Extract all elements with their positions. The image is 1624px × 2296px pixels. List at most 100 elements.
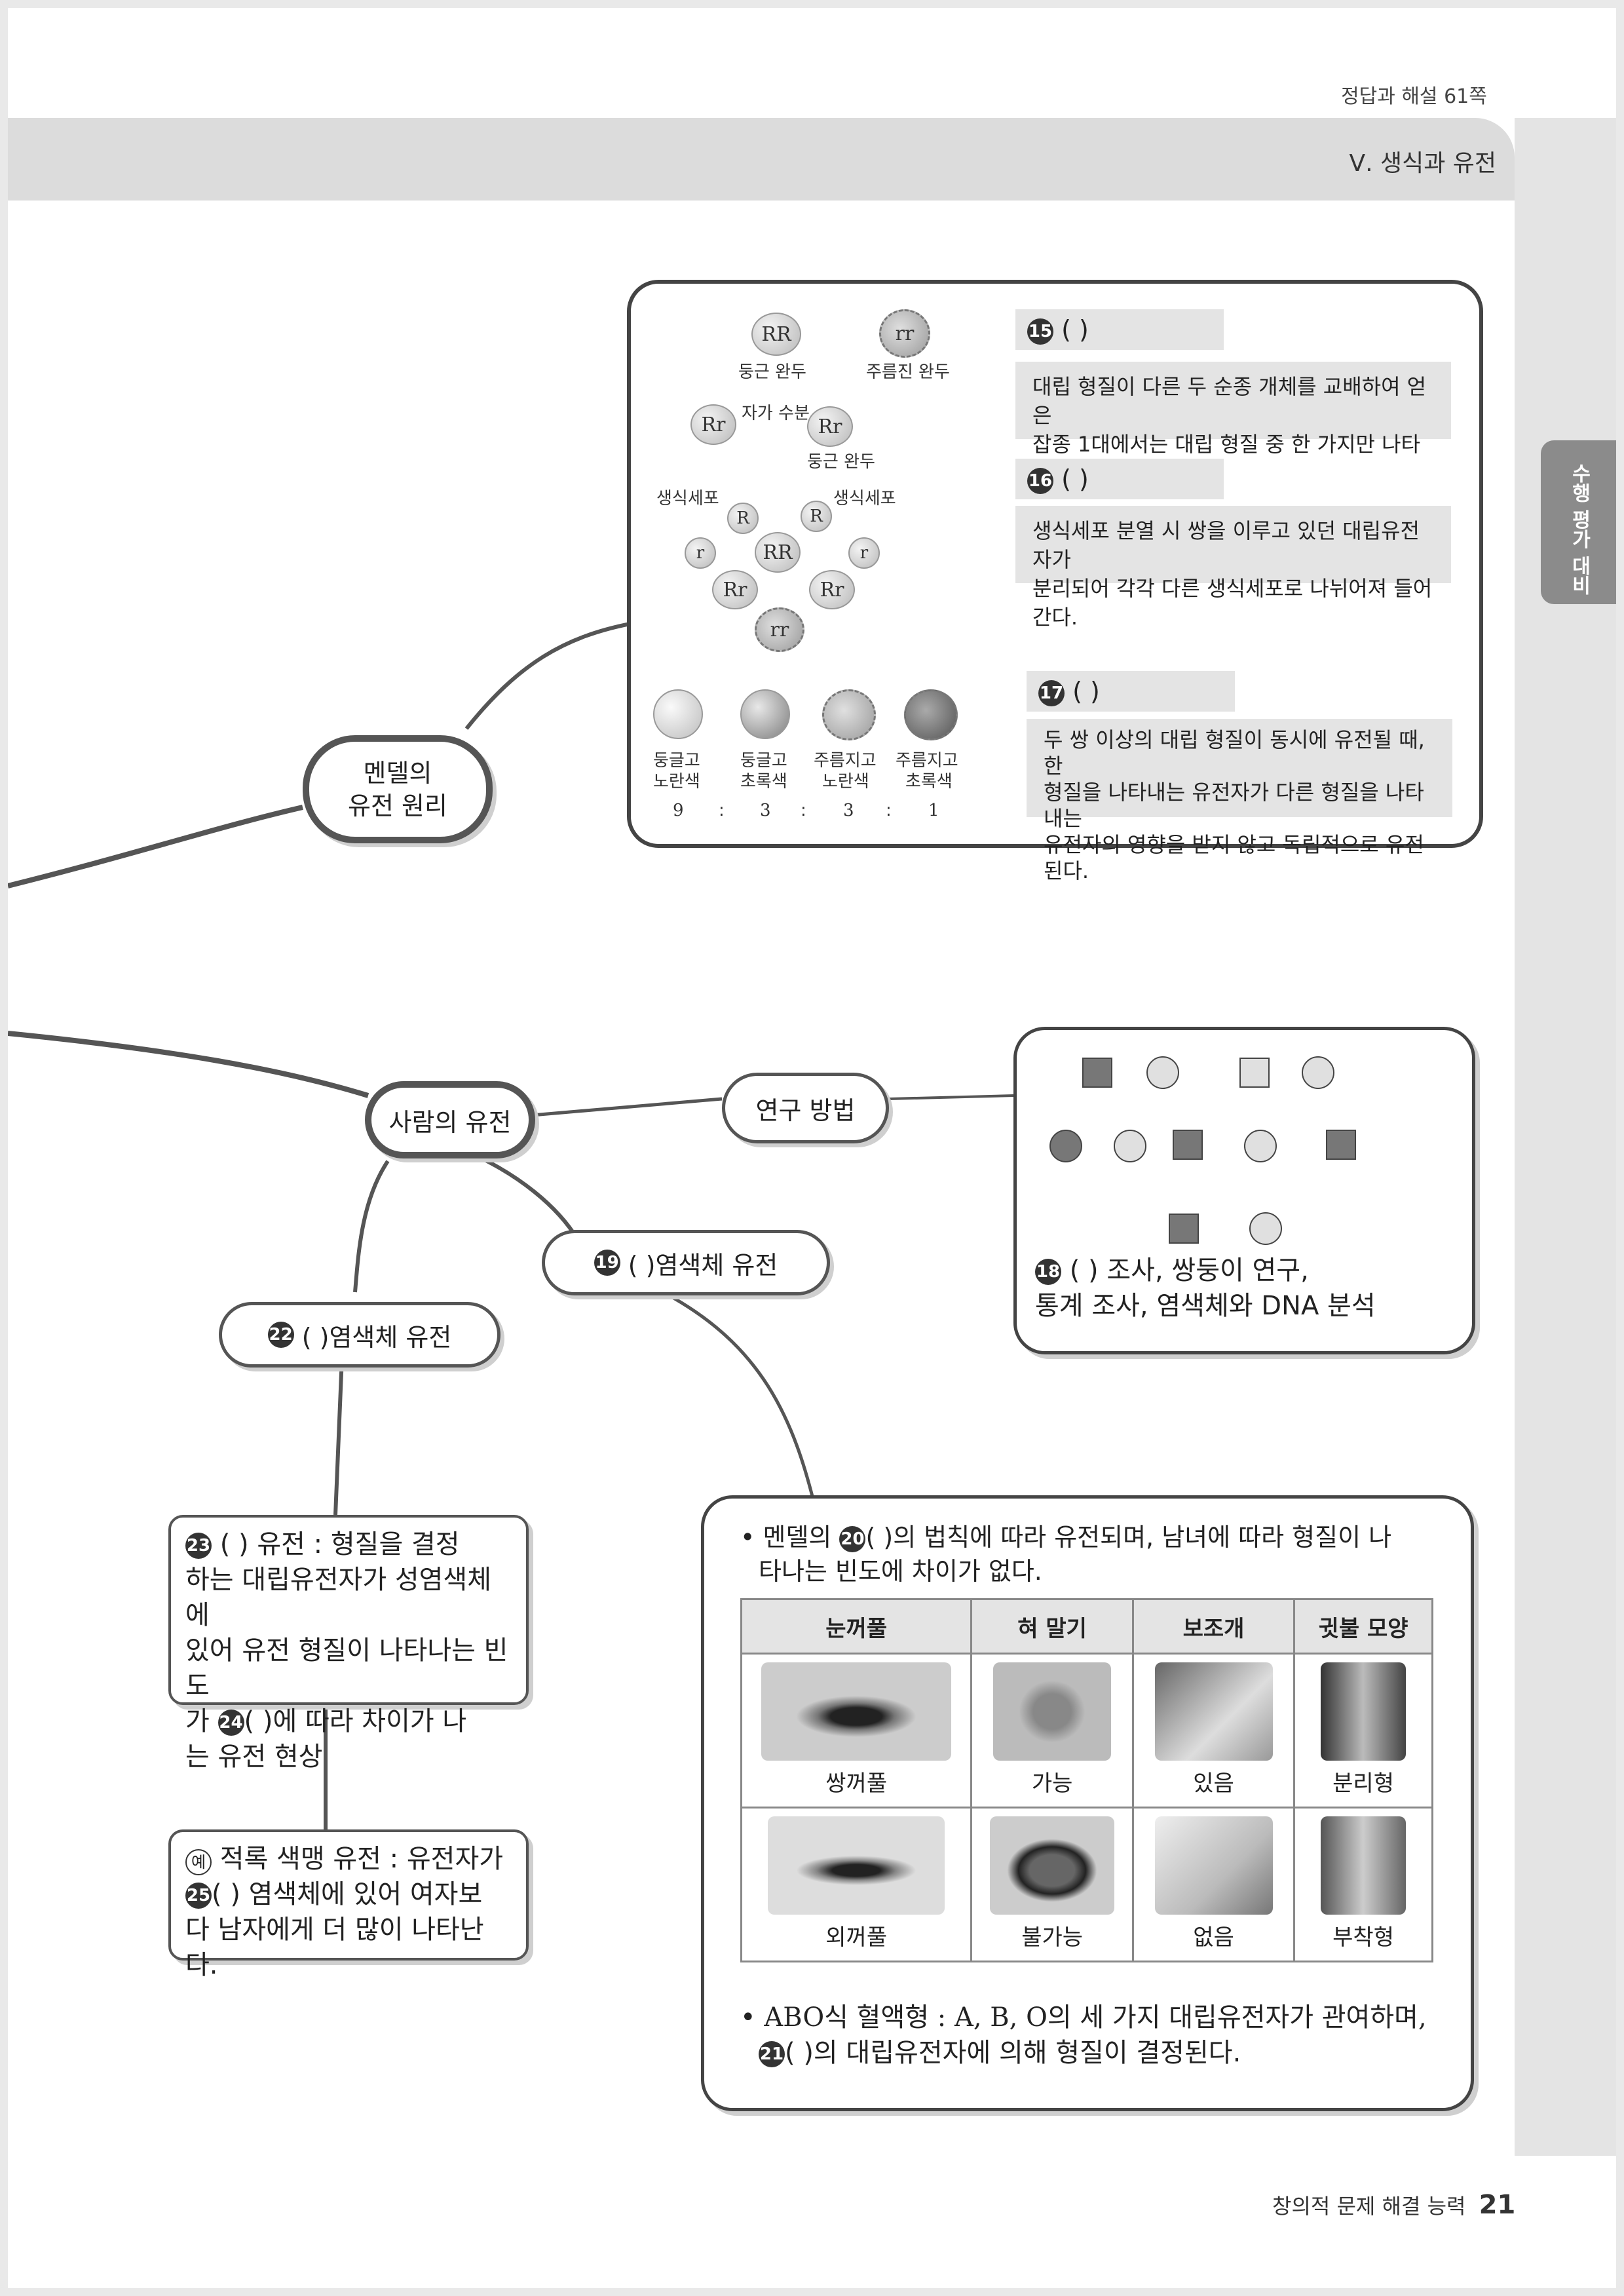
number-18-icon: 18 xyxy=(1035,1259,1061,1285)
gamete-r-left: r xyxy=(685,537,716,569)
law-15-blank: ( ) xyxy=(1061,315,1089,344)
pedigree-female-2 xyxy=(1302,1056,1334,1089)
gamete-label-right: 생식세포 xyxy=(833,489,896,508)
pea-wrinkled-green xyxy=(904,689,958,740)
attached-earlobe-caption: 부착형 xyxy=(1332,1924,1394,1951)
rr-f1-right: Rr xyxy=(807,406,853,447)
gamete-R-left: R xyxy=(727,503,759,534)
pedigree-male-affected-2 xyxy=(1173,1130,1203,1160)
cell-no-tongue-roll: 불가능 xyxy=(970,1807,1134,1962)
color-blindness-example: 예 적록 색맹 유전 : 유전자가 25( ) 염색체에 있어 여자보 다 남자… xyxy=(168,1829,529,1980)
law-17-blank: ( ) xyxy=(1072,677,1100,706)
traits-row-recessive: 외꺼풀 불가능 없음 부착형 xyxy=(740,1807,1433,1962)
autosomal-bullet-2: • ABO식 혈액형 : A, B, O의 세 가지 대립유전자가 관여하며, … xyxy=(740,2000,1448,2071)
double-eyelid-caption: 쌍꺼풀 xyxy=(825,1770,888,1797)
sex-linked-text-2: 하는 대립유전자가 성염색체에 xyxy=(185,1565,492,1630)
number-24-icon: 24 xyxy=(217,1710,244,1736)
research-methods-1: ( ) 조사, 쌍둥이 연구, xyxy=(1069,1255,1309,1286)
ratio-colon-3: : xyxy=(886,801,892,820)
footer: 창의적 문제 해결 능력 21 xyxy=(1272,2190,1515,2220)
bullet-1-line-1: • 멘델의 20( )의 법칙에 따라 유전되며, 남녀에 따라 형질이 나 xyxy=(740,1523,1392,1552)
sex-linked-line-4: 가 24( )에 따라 차이가 나 xyxy=(185,1704,512,1739)
pea-label-3a: 주름지고 xyxy=(814,751,877,771)
number-23-icon: 23 xyxy=(185,1533,212,1559)
example-line-2: 25( ) 염색체에 있어 여자보 xyxy=(185,1877,512,1912)
law-17-label: 17 ( ) xyxy=(1027,671,1235,712)
round-pea-label: 둥근 완두 xyxy=(738,362,806,382)
pedigree-female xyxy=(1146,1056,1179,1089)
sex-chromosome-node: 22 ( )염색체 유전 xyxy=(219,1302,500,1368)
number-20-icon: 20 xyxy=(839,1525,866,1552)
free-earlobe-caption: 분리형 xyxy=(1332,1770,1394,1797)
traits-header-row: 눈꺼풀 혀 말기 보조개 귓불 모양 xyxy=(740,1598,1433,1655)
autosomal-bullet-1: • 멘델의 20( )의 법칙에 따라 유전되며, 남녀에 따라 형질이 나 타… xyxy=(740,1520,1448,1588)
offspring-Rr-right: Rr xyxy=(809,570,855,609)
sex-linked-text-5: 는 유전 현상 xyxy=(185,1742,323,1772)
header-earlobe: 귓불 모양 xyxy=(1293,1598,1433,1655)
ratio-colon-2: : xyxy=(801,801,806,820)
law-16-blank: ( ) xyxy=(1061,465,1089,493)
tongue-roll-photo xyxy=(993,1662,1112,1761)
ratio-1: 1 xyxy=(928,801,939,820)
wrinkled-pea-label: 주름진 완두 xyxy=(866,362,950,382)
dimple-photo xyxy=(1154,1662,1273,1761)
traits-table: 눈꺼풀 혀 말기 보조개 귓불 모양 쌍꺼풀 가능 있음 분리형 외꺼풀 불가능… xyxy=(740,1598,1433,1962)
header-eyelid: 눈꺼풀 xyxy=(740,1598,973,1655)
pedigree-female-3 xyxy=(1114,1130,1146,1162)
sex-linked-definition: 23 ( ) 유전 : 형질을 결정 하는 대립유전자가 성염색체에 있어 유전… xyxy=(168,1515,529,1772)
research-method-node: 연구 방법 xyxy=(722,1073,889,1143)
page: 정답과 해설 61쪽 Ⅴ. 생식과 유전 수행 평가 대비 xyxy=(8,8,1616,2288)
footer-page-number: 21 xyxy=(1479,2190,1516,2220)
pea-wrinkled-yellow xyxy=(822,689,876,740)
law-16-label: 16 ( ) xyxy=(1015,459,1224,499)
pea-label-4b: 초록색 xyxy=(905,772,953,792)
bullet-1-text-c: 타나는 빈도에 차이가 없다. xyxy=(759,1557,1042,1586)
example-text-1: 적록 색맹 유전 : 유전자가 xyxy=(219,1844,504,1874)
gamete-r-right: r xyxy=(848,537,880,569)
pea-label-1a: 둥글고 xyxy=(653,751,700,771)
number-25-icon: 25 xyxy=(185,1883,212,1909)
bullet-2-text-a: ABO식 혈액형 : A, B, O의 세 가지 대립유전자가 관여하며, xyxy=(764,2002,1427,2033)
law-15-label: 15 ( ) xyxy=(1015,309,1224,350)
round-pea-label-2: 둥근 완두 xyxy=(807,452,875,472)
number-21-icon: 21 xyxy=(759,2041,785,2067)
pedigree-female-affected xyxy=(1049,1130,1082,1162)
dimple-caption: 있음 xyxy=(1193,1770,1234,1797)
pedigree-male xyxy=(1239,1058,1270,1088)
cell-double-eyelid: 쌍꺼풀 xyxy=(740,1653,973,1808)
example-text-3: 다 남자에게 더 많이 나타난다. xyxy=(185,1915,484,1980)
pedigree-male-affected-4 xyxy=(1169,1214,1199,1244)
no-tongue-roll-caption: 불가능 xyxy=(1021,1924,1084,1951)
pea-round-green xyxy=(740,689,790,739)
no-dimple-caption: 없음 xyxy=(1193,1924,1234,1951)
side-tab: 수행 평가 대비 xyxy=(1541,440,1616,604)
cell-attached-earlobe: 부착형 xyxy=(1293,1807,1433,1962)
pedigree-male-affected xyxy=(1082,1058,1112,1088)
offspring-RR: RR xyxy=(755,532,801,573)
research-line-1: 18 ( ) 조사, 쌍둥이 연구, xyxy=(1035,1253,1376,1288)
pea-label-1b: 노란색 xyxy=(653,772,700,792)
no-dimple-photo xyxy=(1154,1816,1273,1915)
ratio-9: 9 xyxy=(673,801,684,820)
pea-label-2a: 둥글고 xyxy=(740,751,787,771)
research-method-text: 18 ( ) 조사, 쌍둥이 연구, 통계 조사, 염색체와 DNA 분석 xyxy=(1035,1253,1376,1324)
research-methods-2: 통계 조사, 염색체와 DNA 분석 xyxy=(1035,1291,1376,1321)
traits-row-dominant: 쌍꺼풀 가능 있음 분리형 xyxy=(740,1653,1433,1808)
ratio-colon-1: : xyxy=(719,801,725,820)
number-17-icon: 17 xyxy=(1038,679,1065,706)
footer-title: 창의적 문제 해결 능력 xyxy=(1272,2194,1466,2219)
human-heredity-node: 사람의 유전 xyxy=(365,1081,535,1158)
bullet-1-text-b: ( )의 법칙에 따라 유전되며, 남녀에 따라 형질이 나 xyxy=(865,1523,1392,1552)
single-eyelid-photo xyxy=(768,1816,945,1915)
double-eyelid-photo xyxy=(761,1662,952,1761)
pea-label-4a: 주름지고 xyxy=(896,751,958,771)
pedigree-female-4 xyxy=(1244,1130,1277,1162)
number-15-icon: 15 xyxy=(1027,318,1053,345)
single-eyelid-caption: 외꺼풀 xyxy=(825,1924,888,1951)
bullet-2-text-b: ( )의 대립유전자에 의해 형질이 결정된다. xyxy=(785,2038,1241,2068)
no-tongue-roll-photo xyxy=(990,1816,1115,1915)
cell-dimple: 있음 xyxy=(1131,1653,1296,1808)
law-15-desc: 대립 형질이 다른 두 순종 개체를 교배하여 얻은 잡종 1대에서는 대립 형… xyxy=(1015,362,1451,486)
header-tongue: 혀 말기 xyxy=(970,1598,1134,1655)
sex-linked-text-4a: 가 xyxy=(185,1706,218,1736)
